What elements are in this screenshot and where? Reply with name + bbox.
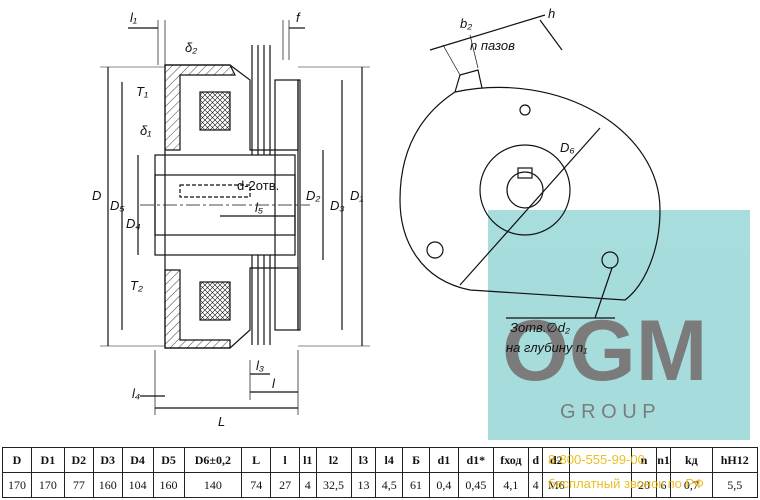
table-header-cell: D4 bbox=[121, 447, 154, 473]
hole-left bbox=[426, 241, 444, 259]
table-header-cell: L bbox=[241, 447, 272, 473]
label-T1: T₁ bbox=[136, 84, 148, 99]
label-l5: l₅ bbox=[255, 200, 264, 215]
watermark-phone: 8-800-555-99-00 bbox=[548, 452, 645, 467]
label-L: L bbox=[218, 414, 225, 429]
table-header-cell: D5 bbox=[152, 447, 185, 473]
clutch-technical-drawing: OGM G R O U P bbox=[92, 6, 750, 440]
table-cell bbox=[569, 472, 633, 498]
table-header-cell bbox=[569, 447, 633, 473]
table-header-cell: hH12 bbox=[711, 447, 758, 473]
table-header-cell: D1 bbox=[30, 447, 65, 473]
table-cell: 74 bbox=[241, 472, 272, 498]
table-header-cell: D3 bbox=[92, 447, 123, 473]
table-cell: 20 bbox=[631, 472, 657, 498]
label-f: f bbox=[296, 10, 301, 25]
coil-bottom bbox=[199, 281, 231, 321]
table-cell: 104 bbox=[121, 472, 154, 498]
table-cell: 140 bbox=[183, 472, 243, 498]
table-header-cell: l1 bbox=[299, 447, 317, 473]
threaded-hole bbox=[179, 184, 251, 198]
label-l4: l₄ bbox=[132, 386, 140, 401]
watermark-logo: OGM G R O U P bbox=[488, 210, 750, 440]
spec-table: D D1 D2 D3 D4 D5 D6±0,2 L l l1 l2 l3 l4 … bbox=[2, 447, 758, 498]
table-header-cell: d1 bbox=[428, 447, 459, 473]
table-cell: 5,5 bbox=[711, 472, 758, 498]
label-holes-note-1: Зотв.∅d₂ bbox=[510, 320, 570, 335]
label-D: D bbox=[92, 188, 101, 203]
table-header-cell: fход bbox=[492, 447, 529, 473]
table-header-cell: d1* bbox=[457, 447, 494, 473]
label-h: h bbox=[548, 6, 555, 21]
table-header-cell: d bbox=[527, 447, 544, 473]
armature-plate bbox=[274, 79, 299, 331]
table-cell: 160 bbox=[92, 472, 123, 498]
table-header-cell: l2 bbox=[315, 447, 352, 473]
table-cell: 6 bbox=[655, 472, 672, 498]
table-header-cell: l3 bbox=[350, 447, 377, 473]
friction-discs bbox=[251, 45, 271, 345]
table-cell: 0,4 bbox=[428, 472, 459, 498]
hole-top bbox=[519, 104, 531, 116]
table-cell: 170 bbox=[2, 472, 32, 498]
label-D4: D₄ bbox=[126, 216, 141, 231]
table-cell: 27 bbox=[270, 472, 300, 498]
watermark-group: G R O U P bbox=[560, 401, 656, 423]
table-header-cell: D bbox=[2, 447, 32, 473]
table-cell: 170 bbox=[30, 472, 65, 498]
watermark-phone-note: бесплатный звонок по РФ bbox=[548, 476, 704, 491]
table-row: 170 170 77 160 104 160 140 74 27 4 32,5 … bbox=[2, 472, 758, 498]
table-cell: 160 bbox=[152, 472, 185, 498]
slot bbox=[454, 69, 483, 93]
label-T2: T₂ bbox=[130, 278, 143, 293]
table-header-cell: D6±0,2 bbox=[183, 447, 243, 473]
label-d-holes: d-2отв. bbox=[237, 178, 279, 193]
flange-outline bbox=[399, 86, 661, 301]
keyway bbox=[517, 167, 533, 179]
hole-right bbox=[601, 251, 619, 269]
label-n-slots: n пазов bbox=[470, 38, 515, 53]
label-l: l bbox=[272, 376, 276, 391]
hub-circle bbox=[479, 144, 571, 236]
watermark-brand: OGM bbox=[502, 303, 707, 399]
housing-top-hatch bbox=[164, 64, 236, 151]
section-view bbox=[100, 20, 370, 415]
table-header-cell: l bbox=[270, 447, 300, 473]
table-cell: 4,5 bbox=[375, 472, 404, 498]
table-cell: 61 bbox=[402, 472, 430, 498]
table-cell: 0,45 bbox=[457, 472, 494, 498]
label-D2: D₂ bbox=[306, 188, 320, 203]
housing-bottom-hatch bbox=[164, 269, 231, 349]
table-cell: 13 bbox=[350, 472, 377, 498]
table-cell: 4 bbox=[527, 472, 544, 498]
table-header-cell: D2 bbox=[63, 447, 94, 473]
table-cell: 32,5 bbox=[315, 472, 352, 498]
label-delta1: δ₁ bbox=[140, 123, 151, 138]
label-l1: l₁ bbox=[130, 10, 137, 25]
table-header-cell: n bbox=[631, 447, 657, 473]
bore-circle bbox=[506, 171, 544, 209]
housing-outline bbox=[164, 64, 301, 349]
label-D6: D₆ bbox=[560, 140, 575, 155]
d6-line bbox=[459, 127, 601, 286]
label-l3: l₃ bbox=[256, 358, 264, 373]
front-view bbox=[399, 14, 661, 319]
label-b2: b₂ bbox=[460, 16, 472, 31]
label-holes-note-2: на глубину n₁ bbox=[506, 340, 587, 355]
table-cell: 0,7 bbox=[670, 472, 713, 498]
table-header-cell: Б bbox=[402, 447, 430, 473]
table-header-row: D D1 D2 D3 D4 D5 D6±0,2 L l l1 l2 l3 l4 … bbox=[2, 447, 758, 473]
label-D1: D₁ bbox=[350, 188, 364, 203]
coil-top bbox=[199, 91, 231, 131]
watermark-contact: 8-800-555-99-00 бесплатный звонок по РФ bbox=[548, 448, 704, 496]
table-cell: 77 bbox=[63, 472, 94, 498]
table-cell: 4,1 bbox=[492, 472, 529, 498]
table-header-cell: l4 bbox=[375, 447, 404, 473]
label-delta2: δ₂ bbox=[185, 40, 197, 55]
table-cell: 4 bbox=[299, 472, 317, 498]
label-D5: D₅ bbox=[110, 198, 125, 213]
label-D3: D₃ bbox=[330, 198, 345, 213]
